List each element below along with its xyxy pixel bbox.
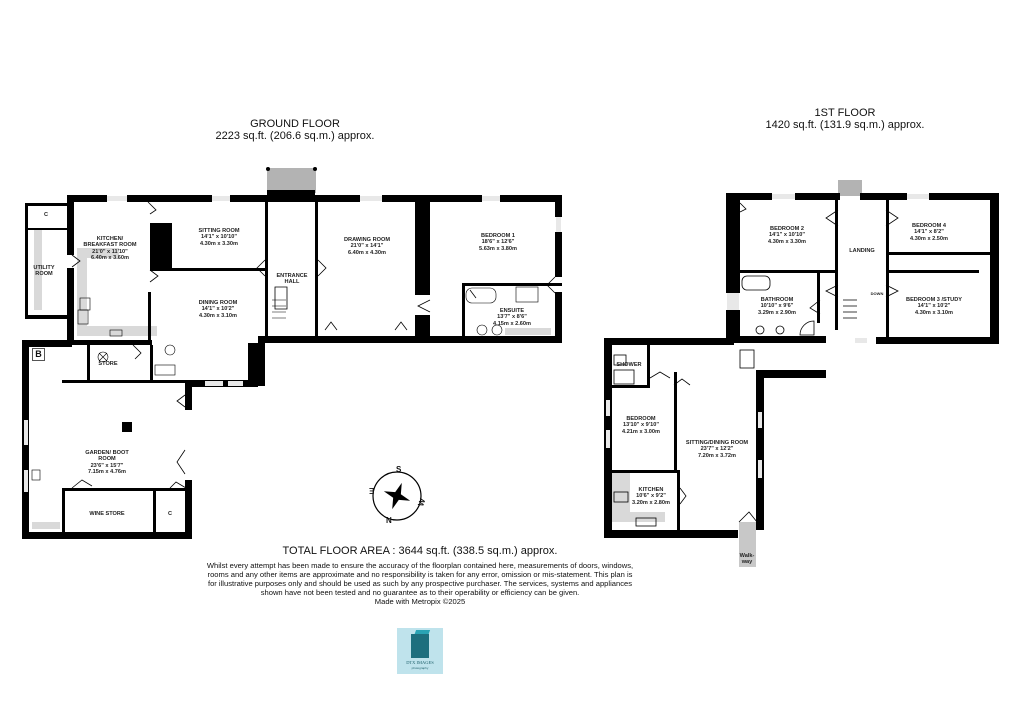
room-imperial: 21'0" x 11'10": [92, 248, 128, 255]
ground-floor-area: 2223 sq.ft. (206.6 sq.m.) approx.: [215, 130, 375, 142]
first-doors: [613, 202, 899, 527]
ground-fixtures: [31, 286, 539, 481]
room-name: KITCHEN: [638, 487, 664, 493]
first-floor-name: 1ST FLOOR: [814, 107, 876, 119]
room-metric: 4.30m x 3.30m: [200, 240, 238, 247]
label-down: DOWN: [870, 291, 884, 296]
room-name: BEDROOM 4: [912, 223, 946, 229]
label-store: STORE: [98, 361, 118, 367]
made-with: Made with Metropix ©2025: [374, 597, 466, 606]
label-landing: LANDING: [849, 248, 875, 254]
room-name: SITTING ROOM: [198, 228, 240, 234]
room-drawing: DRAWING ROOM 21'0" x 14'1" 6.40m x 4.30m: [344, 237, 390, 256]
label-cupboard-garden: C: [167, 511, 173, 517]
room-kitchen-breakfast: KITCHEN/ BREAKFAST ROOM 21'0" x 11'10" 6…: [80, 236, 140, 262]
total-floor-area: TOTAL FLOOR AREA : 3644 sq.ft. (338.5 sq…: [282, 545, 558, 557]
room-metric: 4.21m x 3.00m: [622, 428, 660, 435]
compass-south: S: [396, 465, 402, 474]
room-imperial: 14'1" x 10'2": [917, 303, 951, 310]
room-name: BEDROOM 2: [770, 226, 804, 232]
room-name: BATHROOM: [760, 297, 794, 303]
compass-east: E: [369, 486, 375, 495]
room-ensuite: ENSUITE 13'7" x 8'6" 4.15m x 2.60m: [493, 308, 531, 327]
room-imperial: 14'1" x 8'2": [914, 229, 944, 236]
label-wine-store: WINE STORE: [89, 511, 125, 517]
label-shower: SHOWER: [616, 362, 642, 368]
room-name: BEDROOM 3 /STUDY: [906, 297, 962, 303]
label-cupboard-utility: C: [43, 212, 49, 218]
room-imperial: 10'6" x 9'2": [636, 493, 666, 500]
room-metric: 4.30m x 3.30m: [768, 238, 806, 245]
room-metric: 4.30m x 2.50m: [910, 235, 948, 242]
room-imperial: 23'6" x 15'7": [90, 462, 124, 469]
label-utility-room: UTILITY ROOM: [33, 265, 55, 278]
room-imperial: 14'1" x 10'10": [201, 234, 237, 241]
room-garden-boot: GARDEN/ BOOT ROOM 23'6" x 15'7" 7.15m x …: [85, 450, 129, 476]
room-imperial: 14'1" x 10'10": [769, 232, 805, 239]
room-name: GARDEN/ BOOT ROOM: [85, 450, 129, 463]
room-bedroom-2: BEDROOM 2 14'1" x 10'10" 4.30m x 3.30m: [768, 226, 806, 245]
room-name: DINING ROOM: [198, 300, 238, 306]
room-name: BEDROOM 1: [481, 233, 515, 239]
logo-sub: photography: [411, 666, 429, 670]
ground-floor-plan: [22, 167, 562, 539]
room-sitting: SITTING ROOM 14'1" x 10'10" 4.30m x 3.30…: [198, 228, 239, 247]
room-imperial: 13'10" x 9'10": [623, 422, 659, 429]
room-sitting-dining: SITTING/DINING ROOM 23'7" x 12'2" 7.20m …: [686, 440, 748, 459]
logo-name: DTX IMAGES: [406, 660, 434, 665]
room-name: DRAWING ROOM: [344, 237, 390, 243]
room-dining: DINING ROOM 14'1" x 10'2" 4.30m x 3.10m: [199, 300, 238, 319]
ground-floor-title: GROUND FLOOR 2223 sq.ft. (206.6 sq.m.) a…: [170, 118, 420, 142]
room-metric: 7.20m x 3.72m: [698, 452, 736, 459]
room-imperial: 13'7" x 8'6": [497, 314, 527, 321]
ground-windows: [24, 196, 561, 492]
room-metric: 4.30m x 3.10m: [199, 312, 237, 319]
disclaimer-text: Whilst every attempt has been made to en…: [206, 561, 634, 597]
label-walkway: Walk-way: [739, 553, 755, 566]
room-imperial: 10'10" x 9'6": [760, 303, 794, 310]
compass-north: N: [386, 516, 392, 525]
disclaimer: Whilst every attempt has been made to en…: [205, 561, 635, 606]
room-bedroom-1: BEDROOM 1 18'6" x 12'6" 5.63m x 3.80m: [479, 233, 517, 252]
logo-building-icon: [411, 634, 429, 658]
room-metric: 6.40m x 3.60m: [91, 255, 129, 262]
room-bedroom-annex: BEDROOM 13'10" x 9'10" 4.21m x 3.00m: [622, 416, 660, 435]
room-imperial: 14'1" x 10'2": [201, 306, 235, 313]
room-name: SITTING/DINING ROOM: [685, 440, 749, 446]
room-kitchen-annex: KITCHEN 10'6" x 9'2" 3.20m x 2.80m: [632, 487, 670, 506]
compass: [372, 471, 422, 521]
room-metric: 3.29m x 2.90m: [758, 309, 796, 316]
room-metric: 6.40m x 4.30m: [348, 249, 386, 256]
room-metric: 4.30m x 3.10m: [915, 309, 953, 316]
room-bathroom: BATHROOM 10'10" x 9'6" 3.29m x 2.90m: [758, 297, 796, 316]
boiler-badge: B: [32, 348, 45, 361]
room-name: BEDROOM: [626, 416, 656, 422]
room-metric: 5.63m x 3.80m: [479, 245, 517, 252]
first-floor-area: 1420 sq.ft. (131.9 sq.m.) approx.: [765, 119, 925, 131]
room-imperial: 21'0" x 14'1": [350, 243, 384, 250]
room-bedroom-3-study: BEDROOM 3 /STUDY 14'1" x 10'2" 4.30m x 3…: [906, 297, 962, 316]
room-imperial: 18'6" x 12'6": [481, 239, 515, 246]
company-logo: DTX IMAGES photography: [397, 628, 443, 674]
room-imperial: 23'7" x 12'2": [700, 446, 734, 453]
room-metric: 3.20m x 2.80m: [632, 499, 670, 506]
room-metric: 7.15m x 4.76m: [88, 469, 126, 476]
room-metric: 4.15m x 2.60m: [493, 320, 531, 327]
first-windows: [606, 194, 929, 478]
room-name: ENSUITE: [499, 308, 525, 314]
ground-doors: [71, 201, 556, 489]
ground-floor-name: GROUND FLOOR: [250, 118, 340, 130]
room-name: KITCHEN/ BREAKFAST ROOM: [83, 236, 137, 249]
room-bedroom-4: BEDROOM 4 14'1" x 8'2" 4.30m x 2.50m: [910, 223, 948, 242]
label-entrance-hall: ENTRANCE HALL: [276, 273, 308, 286]
first-floor-title: 1ST FLOOR 1420 sq.ft. (131.9 sq.m.) appr…: [720, 107, 970, 131]
